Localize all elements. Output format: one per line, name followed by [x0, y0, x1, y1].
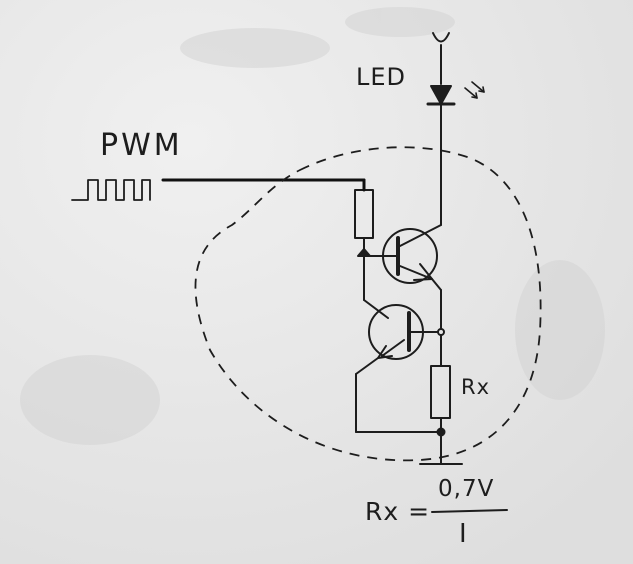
q1-collector-lead: [399, 224, 442, 247]
q2-emitter-lead: [381, 339, 405, 357]
q2-emitter-wire: [355, 357, 379, 375]
pwm-square-wave-icon: [71, 179, 151, 201]
q1-emitter-to-sense-wire: [431, 278, 442, 291]
formula-numerator: 0,7V: [438, 476, 495, 502]
q1-emitter-lead: [399, 265, 433, 280]
regulator-dashed-boundary: [194, 146, 542, 462]
formula-left-side: Rx =: [365, 497, 431, 526]
q2-collector-lead: [363, 299, 389, 319]
led-label: LED: [356, 63, 407, 91]
sense-node: [437, 328, 445, 336]
paper-smudges: [20, 7, 605, 445]
pwm-label: PWM: [100, 128, 183, 163]
formula-denominator: I: [459, 519, 468, 549]
supply-terminal-icon: [432, 32, 450, 43]
rx-resistor-label: Rx: [461, 375, 491, 399]
formula-fraction-bar: [431, 509, 508, 513]
led-diode-icon: [430, 85, 452, 105]
ground-node: [436, 427, 446, 437]
led-light-rays-icon: [464, 81, 485, 99]
